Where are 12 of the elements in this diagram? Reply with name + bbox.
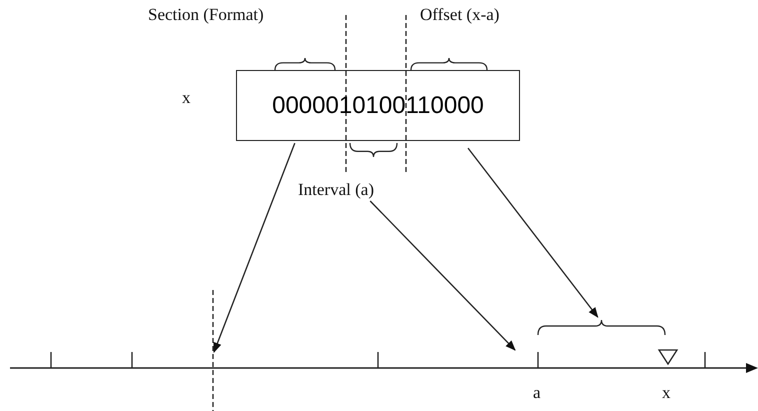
binary-value: 0000010100110000 bbox=[272, 92, 484, 120]
axis-point-label: a bbox=[533, 383, 541, 403]
section-label: Section (Format) bbox=[148, 5, 264, 25]
arrow bbox=[370, 200, 516, 351]
binary-number-box bbox=[236, 70, 520, 141]
interval-label: Interval (a) bbox=[298, 180, 374, 200]
curly-brace bbox=[537, 319, 666, 336]
arrow bbox=[213, 142, 296, 353]
arrow bbox=[468, 148, 598, 318]
offset-label: Offset (x-a) bbox=[420, 5, 500, 25]
axis-point-label: x bbox=[662, 383, 670, 403]
variable-label: x bbox=[182, 88, 190, 108]
